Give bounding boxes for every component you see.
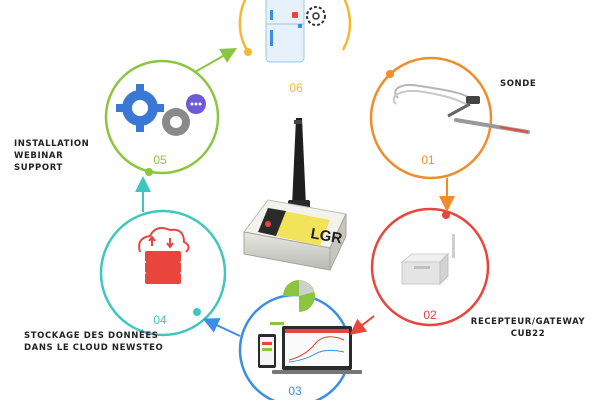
lgr-sensor-device xyxy=(243,118,347,271)
step-02-dot xyxy=(442,211,450,219)
step-04-ring xyxy=(99,209,227,337)
support-gears-icon xyxy=(116,84,206,136)
step-05-node xyxy=(104,59,220,176)
step-05-label-line-2: WEBINAR xyxy=(14,151,64,161)
step-04-label-line-2: DANS LE CLOUD NEWSTEO xyxy=(24,343,164,353)
step-04-label: STOCKAGE DES DONNÉES DANS LE CLOUD NEWST… xyxy=(24,330,163,354)
step-06-node xyxy=(238,0,352,63)
step-05-label: INSTALLATION WEBINAR SUPPORT xyxy=(14,138,89,174)
step-04-number: 04 xyxy=(153,313,167,327)
temperature-probe-icon xyxy=(392,84,530,134)
antenna xyxy=(292,118,306,206)
step-05-ring xyxy=(104,59,220,175)
step-02-label: RECEPTEUR/GATEWAY CUB22 xyxy=(458,316,598,340)
step-02-number: 02 xyxy=(423,308,437,322)
dashboard-laptop-icon xyxy=(258,280,362,374)
step-01-label: SONDE xyxy=(500,78,536,90)
step-06-dot xyxy=(244,48,252,56)
wifi-gear-icon xyxy=(306,6,326,26)
step-06-number: 06 xyxy=(289,81,303,95)
step-02-label-line-1: RECEPTEUR/GATEWAY xyxy=(470,317,586,327)
step-05-label-line-3: SUPPORT xyxy=(14,163,63,173)
step-01-ring xyxy=(369,56,493,180)
step-04-dot xyxy=(193,308,201,316)
step-03-node xyxy=(238,280,362,400)
cloud-server-icon xyxy=(138,227,190,284)
step-01-node xyxy=(369,56,530,180)
step-01-dot xyxy=(386,70,394,78)
step-05-dot xyxy=(145,168,153,176)
arrow-05-to-06 xyxy=(194,48,237,73)
step-04-label-line-1: STOCKAGE DES DONNÉES xyxy=(24,331,159,341)
gateway-icon xyxy=(400,234,455,286)
step-01-label-line-1: SONDE xyxy=(500,79,537,89)
step-02-node xyxy=(370,207,490,327)
step-05-number: 05 xyxy=(153,153,167,167)
arrow-03-to-04 xyxy=(202,318,241,337)
step-02-label-line-2: CUB22 xyxy=(510,329,546,339)
fridge-icon xyxy=(265,0,305,63)
device-brand-text: LGR xyxy=(309,225,343,247)
step-02-ring xyxy=(370,207,490,327)
step-04-node xyxy=(99,209,227,337)
arrow-02-to-03 xyxy=(349,315,375,335)
step-05-label-line-1: INSTALLATION xyxy=(14,139,90,149)
step-01-number: 01 xyxy=(421,153,435,167)
step-03-number: 03 xyxy=(288,384,302,398)
step-06-ring xyxy=(238,0,352,53)
